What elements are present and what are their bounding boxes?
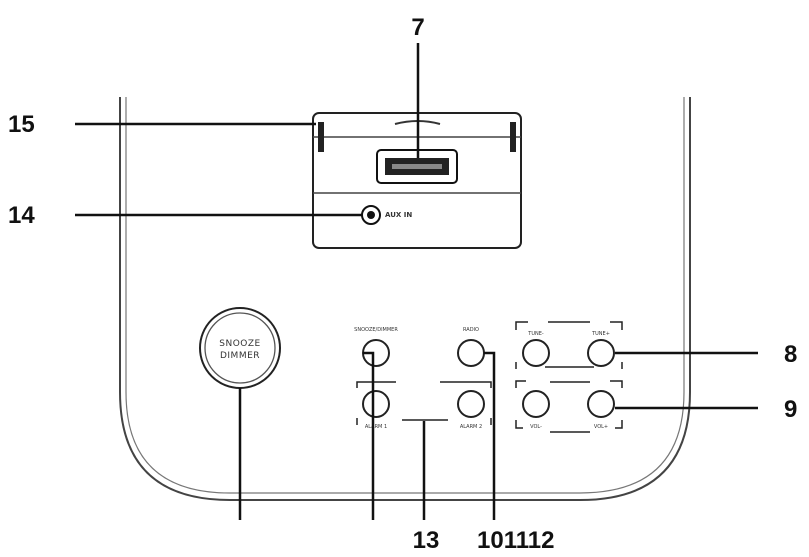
label-tune-up: TUNE+ bbox=[591, 331, 610, 337]
leader-lines bbox=[75, 43, 758, 520]
callout-9: 9 bbox=[784, 396, 797, 423]
snooze-dimmer-button[interactable] bbox=[199, 307, 281, 389]
callout-13: 13 bbox=[413, 527, 440, 554]
callout-14: 14 bbox=[8, 202, 35, 229]
volume-group-bracket bbox=[515, 380, 623, 433]
button-alarm-2[interactable] bbox=[457, 390, 485, 418]
button-vol-up[interactable] bbox=[587, 390, 615, 418]
body-outline-outer bbox=[119, 97, 691, 501]
label-radio: RADIO bbox=[463, 327, 479, 333]
dimmer-label: DIMMER bbox=[220, 351, 260, 361]
callout-10-11-12: 101112 bbox=[477, 527, 554, 554]
button-vol-down[interactable] bbox=[522, 390, 550, 418]
callout-7: 7 bbox=[411, 14, 424, 41]
callout-8: 8 bbox=[784, 341, 797, 368]
button-tune-up[interactable] bbox=[587, 339, 615, 367]
tune-group-bracket bbox=[515, 321, 623, 369]
callout-15: 15 bbox=[8, 111, 35, 138]
button-alarm-1[interactable] bbox=[362, 390, 390, 418]
label-vol-down: VOL- bbox=[530, 424, 542, 430]
aux-in-label: AUX IN bbox=[385, 211, 412, 219]
label-snooze-dimmer-small: SNOOZE/DIMMER bbox=[354, 327, 398, 333]
label-tune-down: TUNE- bbox=[527, 331, 544, 337]
aux-in-jack[interactable] bbox=[361, 205, 381, 225]
button-tune-down[interactable] bbox=[522, 339, 550, 367]
label-vol-up: VOL+ bbox=[594, 424, 608, 430]
label-alarm-2: ALARM 2 bbox=[460, 424, 482, 430]
body-outline-inner bbox=[125, 97, 685, 494]
small-buttons bbox=[362, 339, 615, 418]
label-alarm-1: ALARM 1 bbox=[365, 424, 387, 430]
alarm-group-bracket bbox=[356, 381, 492, 425]
button-radio[interactable] bbox=[457, 339, 485, 367]
snooze-label: SNOOZE bbox=[219, 339, 260, 349]
